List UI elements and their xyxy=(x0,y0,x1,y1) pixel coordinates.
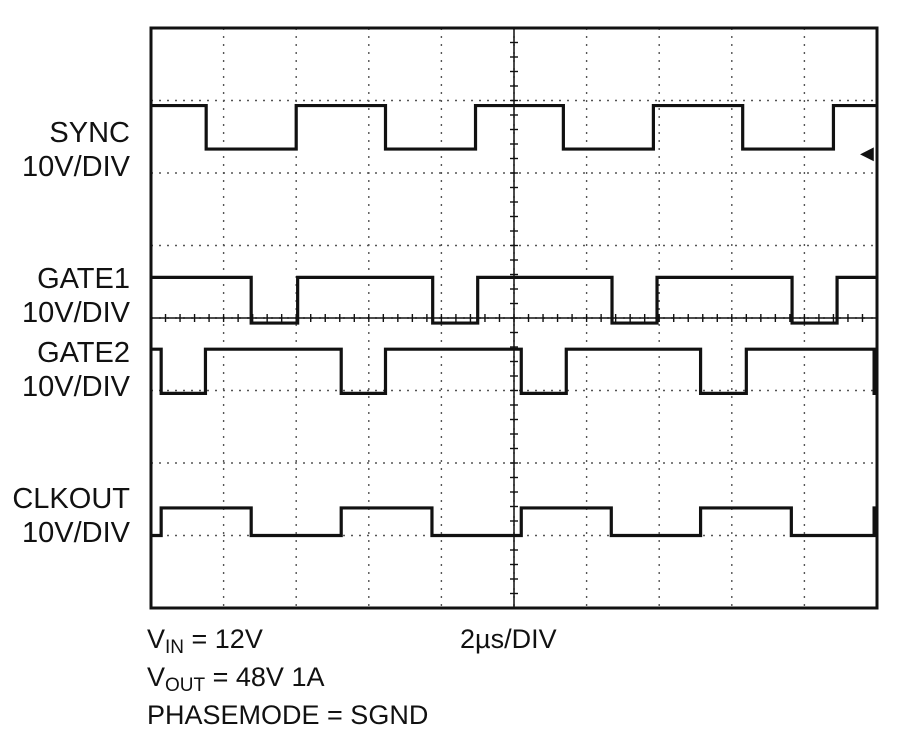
vout-annotation: VOUT = 48V 1A xyxy=(147,662,325,695)
vout-symbol: V xyxy=(147,662,166,692)
trigger-marker-icon: ◀ xyxy=(860,143,874,164)
series-scale: 10V/DIV xyxy=(22,297,130,329)
vin-annotation: VIN = 12V xyxy=(147,624,263,657)
phasemode-annotation: PHASEMODE = SGND xyxy=(147,700,429,730)
series-name: CLKOUT xyxy=(12,483,130,515)
grid xyxy=(151,28,877,608)
series-name: SYNC xyxy=(49,117,130,149)
series-scale: 10V/DIV xyxy=(22,517,130,549)
trace-gate1 xyxy=(151,275,877,325)
trace-gate2 xyxy=(151,347,877,395)
trace-label-gate1: GATE1 10V/DIV xyxy=(22,262,130,330)
vin-value: = 12V xyxy=(184,624,263,654)
trace-label-clkout: CLKOUT 10V/DIV xyxy=(12,482,130,550)
plot-frame xyxy=(149,26,879,610)
trace-clkout xyxy=(151,506,877,538)
trace-label-sync: SYNC 10V/DIV xyxy=(22,116,130,184)
series-name: GATE1 xyxy=(37,263,130,295)
vout-value: = 48V 1A xyxy=(205,662,325,692)
series-scale: 10V/DIV xyxy=(22,371,130,403)
trace-label-gate2: GATE2 10V/DIV xyxy=(22,336,130,404)
traces xyxy=(151,103,877,538)
series-name: GATE2 xyxy=(37,337,130,369)
trace-sync xyxy=(151,103,877,151)
vin-subscript: IN xyxy=(165,637,185,658)
vin-symbol: V xyxy=(147,624,166,654)
vout-subscript: OUT xyxy=(165,675,206,696)
series-scale: 10V/DIV xyxy=(22,151,130,183)
timebase-annotation: 2µs/DIV xyxy=(460,624,557,654)
